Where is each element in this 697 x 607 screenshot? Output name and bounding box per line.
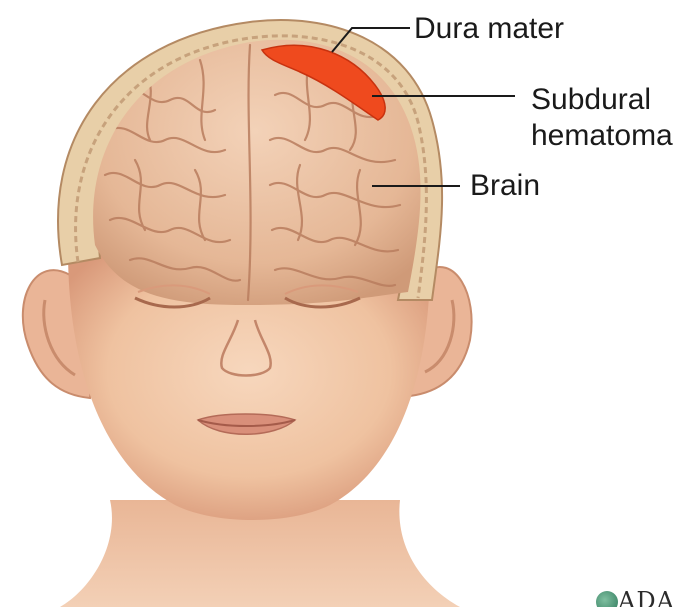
label-dura-mater: Dura mater <box>414 11 564 47</box>
label-subdural-line2: hematoma <box>531 118 673 154</box>
label-brain: Brain <box>470 168 540 204</box>
label-subdural-line1: Subdural <box>531 82 673 118</box>
adam-logo-icon <box>596 591 618 607</box>
label-subdural-hematoma: Subdural hematoma <box>531 82 673 154</box>
adam-logo: ADA <box>596 586 697 607</box>
